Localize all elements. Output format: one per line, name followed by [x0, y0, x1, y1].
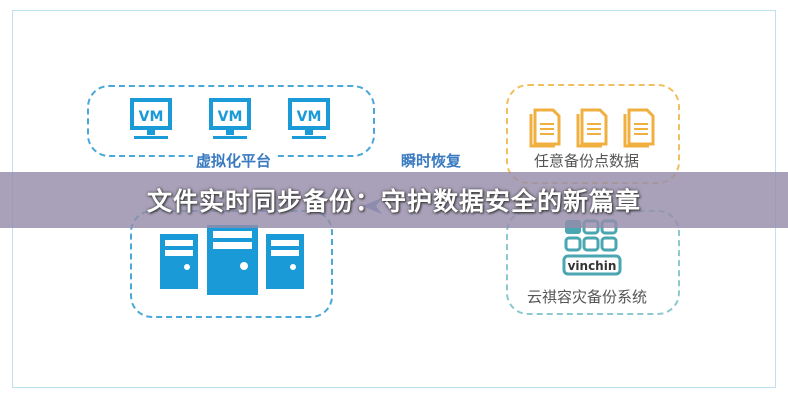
virtual-platform-label: 虚拟化平台 — [193, 152, 275, 170]
svg-text:VM: VM — [297, 109, 322, 125]
instant-recovery-label: 瞬时恢复 — [398, 152, 465, 170]
svg-text:VM: VM — [218, 109, 243, 125]
svg-text:vinchin: vinchin — [568, 259, 617, 273]
page-title: 文件实时同步备份：守护数据安全的新篇章 — [146, 187, 641, 216]
system-label: 云祺容灾备份系统 — [527, 288, 648, 306]
backup-point-label: 任意备份点数据 — [534, 152, 640, 170]
title-banner: 文件实时同步备份：守护数据安全的新篇章 — [0, 172, 788, 228]
svg-text:VM: VM — [139, 109, 164, 125]
document-icons — [529, 108, 655, 148]
vm-icon: VM — [130, 98, 172, 146]
vm-icon: VM — [209, 98, 251, 146]
server-icons — [160, 225, 304, 295]
vm-icon: VM — [288, 98, 330, 146]
